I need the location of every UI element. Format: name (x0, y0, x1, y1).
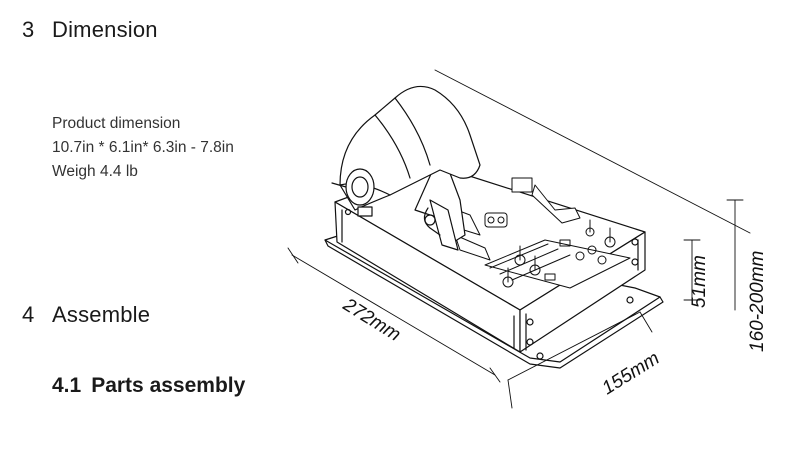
spec-weight: Weigh 4.4 lb (52, 163, 138, 180)
subsection-number: 4.1 (52, 374, 82, 397)
section-title: Dimension (52, 17, 158, 42)
subsection-title: Parts assembly (91, 374, 246, 397)
throttle-handle (331, 85, 481, 251)
dimension-label-total-height: 160-200mm (747, 251, 768, 352)
spec-product-dimension-label: Product dimension (52, 115, 181, 132)
dimension-label-base-height: 51mm (689, 255, 710, 308)
section-heading-dimension: 3 Dimension (22, 17, 158, 43)
throttle-dimension-drawing: 272mm 155mm 51mm 160-200mm (287, 69, 768, 409)
section-number: 4 (22, 302, 35, 327)
dimension-label-width: 155mm (599, 348, 664, 399)
device-control-panel (429, 177, 631, 289)
spec-dimension-value: 10.7in * 6.1in* 6.3in - 7.8in (52, 139, 234, 156)
subsection-heading-parts-assembly: 4.1 Parts assembly (52, 374, 245, 398)
section-heading-assemble: 4 Assemble (22, 302, 150, 328)
dimension-annotations (287, 69, 751, 409)
section-number: 3 (22, 17, 35, 42)
section-title: Assemble (52, 302, 151, 327)
